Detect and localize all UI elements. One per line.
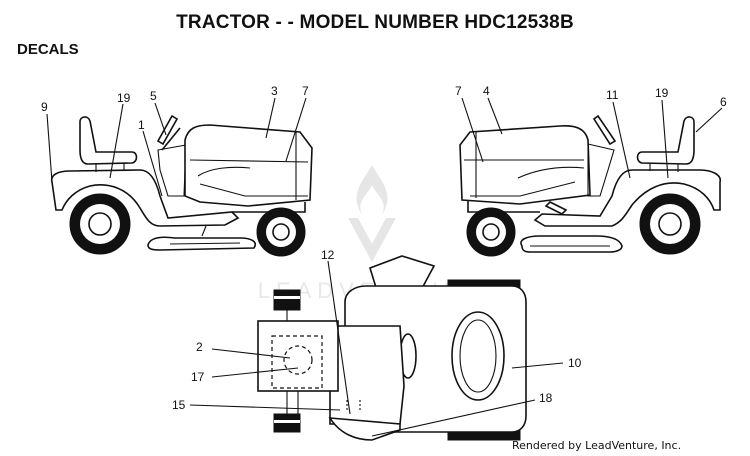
callout-5: 5 <box>150 89 157 103</box>
callout-11: 11 <box>606 88 619 102</box>
leader-lines <box>46 97 723 437</box>
page-title: TRACTOR - - MODEL NUMBER HDC12538B <box>176 12 574 33</box>
credit-text: Rendered by LeadVenture, Inc. <box>512 439 682 452</box>
callout-19-right: 19 <box>655 86 669 100</box>
section-heading: DECALS <box>17 41 79 58</box>
callout-10: 10 <box>568 356 582 370</box>
callout-4: 4 <box>483 84 490 98</box>
callout-12: 12 <box>321 248 335 262</box>
callout-7-right: 7 <box>455 84 462 98</box>
callout-2: 2 <box>196 340 203 354</box>
right-side-view-tractor <box>459 114 722 257</box>
callout-3: 3 <box>271 84 278 98</box>
callout-17: 17 <box>191 370 205 384</box>
callout-18: 18 <box>539 391 553 405</box>
callout-15: 15 <box>172 398 186 412</box>
callout-6: 6 <box>720 95 727 109</box>
left-side-view-tractor <box>50 114 313 257</box>
callout-19-left: 19 <box>117 91 131 105</box>
callout-1: 1 <box>138 118 145 132</box>
top-view-tractor <box>257 255 527 441</box>
callout-7-left: 7 <box>302 84 309 98</box>
callout-9: 9 <box>41 100 48 114</box>
